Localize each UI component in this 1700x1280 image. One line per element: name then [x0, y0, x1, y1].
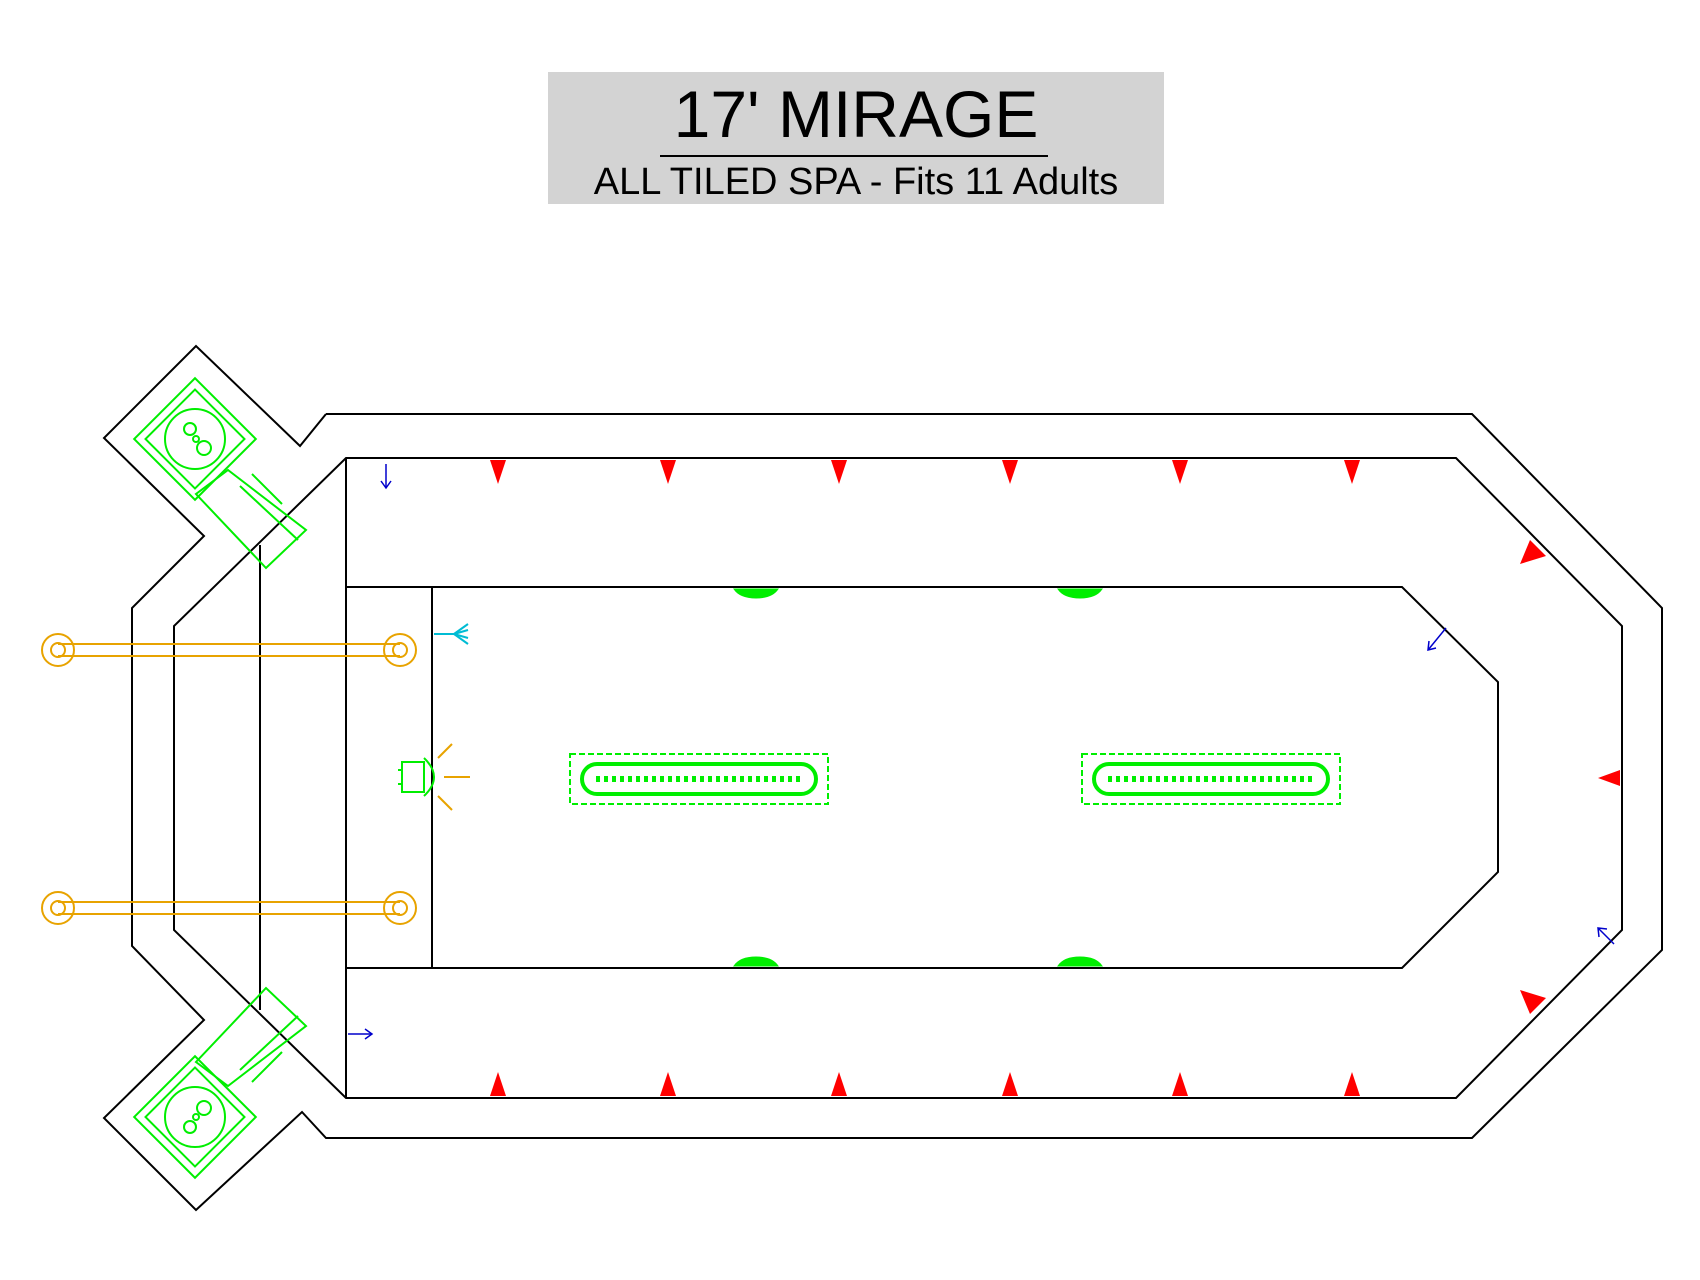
return-arrow-icon — [348, 1028, 374, 1040]
jet-right-middle — [1598, 770, 1620, 786]
spa-light-icon — [398, 743, 470, 811]
jet-top-5 — [1172, 460, 1188, 484]
main-drain-left-icon — [569, 753, 829, 805]
page-subtitle: ALL TILED SPA - Fits 11 Adults — [593, 161, 1119, 203]
jet-bottom-4 — [1002, 1072, 1018, 1096]
jet-right-lower — [1520, 990, 1546, 1014]
jet-top-1 — [490, 460, 506, 484]
jet-bottom-6 — [1344, 1072, 1360, 1096]
jet-right-upper — [1520, 540, 1546, 564]
jet-bottom-3 — [831, 1072, 847, 1096]
jet-top-2 — [660, 460, 676, 484]
floor-jet-icon — [1057, 588, 1103, 599]
jet-top-3 — [831, 460, 847, 484]
jet-bottom-2 — [660, 1072, 676, 1096]
spillway-icon — [434, 623, 469, 645]
handrail-top-icon — [41, 633, 417, 667]
floor-jet-icon — [733, 588, 779, 599]
return-arrow-icon — [1427, 627, 1447, 651]
spa-outer-outline — [102, 344, 1663, 1212]
skimmer-bottom-icon — [132, 986, 308, 1180]
spa-floor-outline — [345, 586, 1499, 969]
jet-top-4 — [1002, 460, 1018, 484]
page-title: 17' MIRAGE — [673, 77, 1039, 151]
main-drain-right-icon — [1081, 753, 1341, 805]
title-box: 17' MIRAGE ALL TILED SPA - Fits 11 Adult… — [548, 72, 1164, 204]
floor-jet-icon — [1057, 956, 1103, 967]
floor-jet-icon — [733, 956, 779, 967]
handrail-bottom-icon — [41, 891, 417, 925]
skimmer-top-icon — [132, 376, 308, 570]
return-arrow-icon — [1597, 927, 1615, 945]
jet-top-6 — [1344, 460, 1360, 484]
jet-bottom-5 — [1172, 1072, 1188, 1096]
spa-inner-outline — [173, 457, 1623, 1099]
jet-bottom-1 — [490, 1072, 506, 1096]
title-divider — [660, 155, 1048, 157]
return-arrow-icon — [380, 464, 392, 490]
